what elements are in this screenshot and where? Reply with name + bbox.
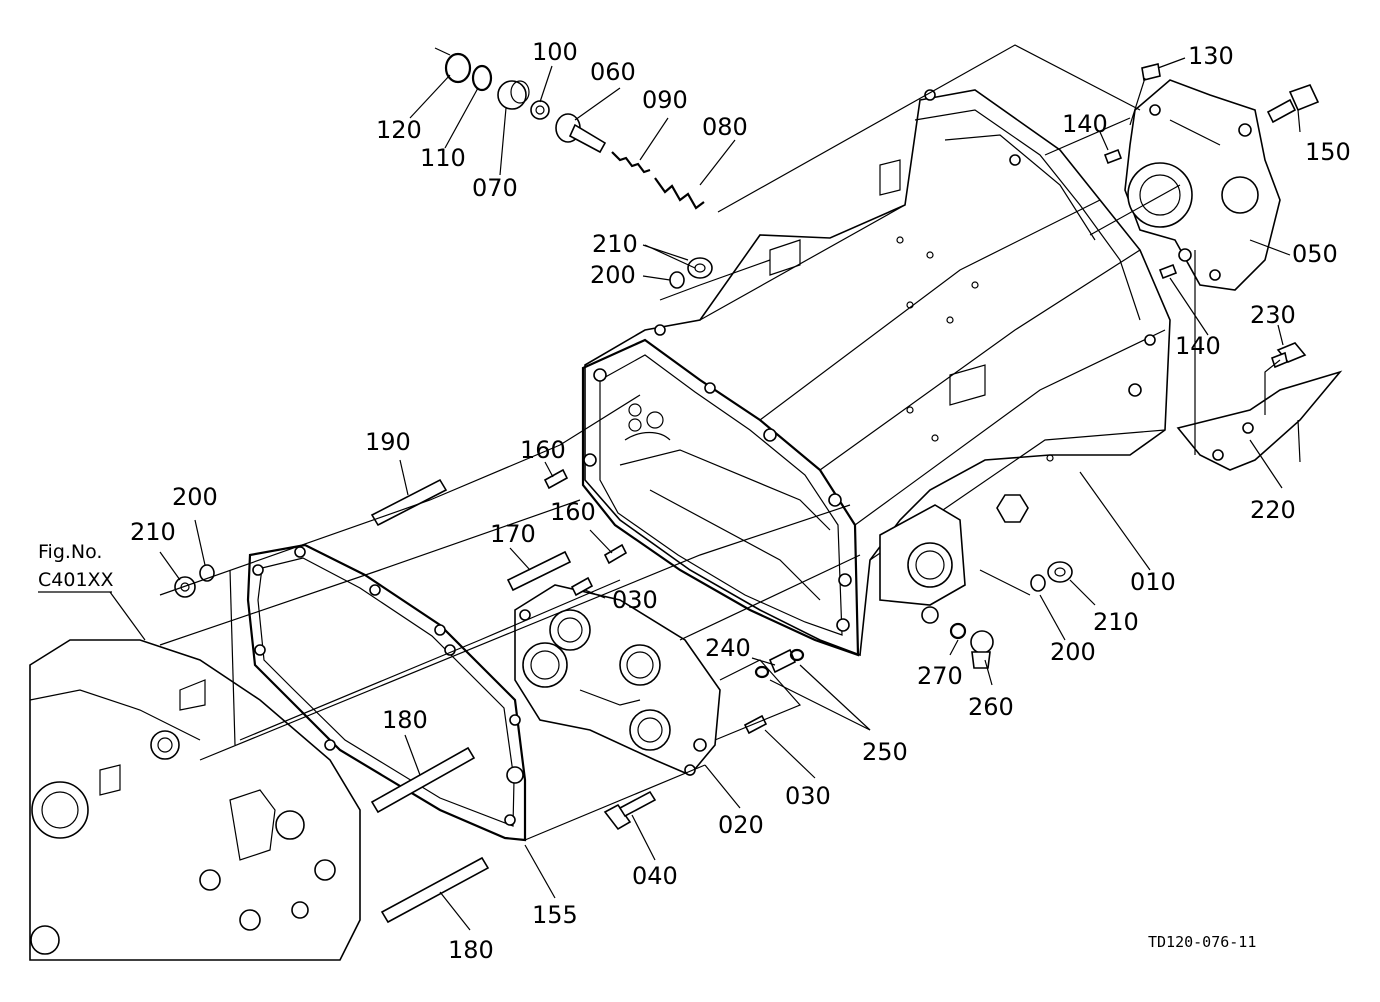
callout-200-left: 200 xyxy=(172,483,218,511)
callout-020: 020 xyxy=(718,811,764,839)
callout-140-upper: 140 xyxy=(1062,110,1108,138)
callout-155: 155 xyxy=(532,901,578,929)
stud-180-upper xyxy=(370,746,476,814)
callout-080: 080 xyxy=(702,113,748,141)
bolt-040 xyxy=(603,790,657,831)
callout-180-lower: 180 xyxy=(448,936,494,964)
callout-060: 060 xyxy=(590,58,636,86)
callout-260: 260 xyxy=(968,693,1014,721)
callout-040: 040 xyxy=(632,862,678,890)
callout-220: 220 xyxy=(1250,496,1296,524)
spring-080 xyxy=(654,177,705,210)
callout-050: 050 xyxy=(1292,240,1338,268)
o-ring-270 xyxy=(949,622,967,640)
gasket-155 xyxy=(246,543,527,842)
circlip-120 xyxy=(444,52,472,84)
leader-lines xyxy=(109,47,1301,931)
callout-250: 250 xyxy=(862,738,908,766)
pin-030-upper xyxy=(570,576,594,597)
washer-200-right xyxy=(1030,574,1046,592)
washer-100 xyxy=(530,100,550,120)
callout-170: 170 xyxy=(490,520,536,548)
callout-150: 150 xyxy=(1305,138,1351,166)
callout-030-upper: 030 xyxy=(612,586,658,614)
callout-190: 190 xyxy=(365,428,411,456)
stud-190 xyxy=(370,478,448,527)
callout-200-top: 200 xyxy=(590,261,636,289)
spring-240 xyxy=(768,648,797,674)
callout-010: 010 xyxy=(1130,568,1176,596)
nut-210-top xyxy=(687,257,713,279)
pin-160-upper xyxy=(543,468,569,490)
transmission-case-010 xyxy=(581,89,1171,657)
callout-110: 110 xyxy=(420,144,466,172)
drawing-code: TD120-076-11 xyxy=(1148,933,1256,951)
valve-060 xyxy=(555,113,607,154)
callout-230: 230 xyxy=(1250,301,1296,329)
bracket-050 xyxy=(1124,79,1281,291)
pin-160-lower xyxy=(603,543,628,565)
callout-210-top: 210 xyxy=(592,230,638,258)
callout-210-left: 210 xyxy=(130,518,176,546)
callout-210-right: 210 xyxy=(1093,608,1139,636)
fig-ref-number: C401XX xyxy=(38,569,114,591)
callout-140-lower: 140 xyxy=(1175,332,1221,360)
stud-170 xyxy=(506,550,572,592)
washer-200-top xyxy=(669,271,685,289)
stud-180-lower xyxy=(380,856,490,924)
assembly-lines xyxy=(159,44,1281,841)
screw-130 xyxy=(1141,63,1161,81)
nut-210-left xyxy=(174,576,196,598)
bolt-230 xyxy=(1270,342,1307,369)
callout-090: 090 xyxy=(642,86,688,114)
pin-140-lower xyxy=(1158,263,1178,280)
nut-210-right xyxy=(1047,561,1073,583)
callout-270: 270 xyxy=(917,662,963,690)
o-rings-250 xyxy=(754,648,805,679)
callout-200-right: 200 xyxy=(1050,638,1096,666)
cover-plate-220 xyxy=(1176,370,1343,471)
pin-140-upper xyxy=(1103,148,1123,165)
pin-030-lower xyxy=(743,714,768,735)
callout-120: 120 xyxy=(376,116,422,144)
front-cover-020 xyxy=(514,584,721,776)
o-ring-110 xyxy=(471,64,493,92)
callout-130: 130 xyxy=(1188,42,1234,70)
fig-ref-label: Fig.No. xyxy=(38,541,102,563)
callout-180-upper: 180 xyxy=(382,706,428,734)
callout-240: 240 xyxy=(705,634,751,662)
plug-260 xyxy=(970,630,994,669)
callout-070: 070 xyxy=(472,174,518,202)
mating-housing-fig-ref xyxy=(29,639,361,961)
callout-030-lower: 030 xyxy=(785,782,831,810)
spring-090 xyxy=(611,151,651,174)
callout-100: 100 xyxy=(532,38,578,66)
callout-160-lower: 160 xyxy=(550,498,596,526)
plug-070 xyxy=(497,80,530,110)
callout-160-upper: 160 xyxy=(520,436,566,464)
bolt-150 xyxy=(1266,84,1320,124)
